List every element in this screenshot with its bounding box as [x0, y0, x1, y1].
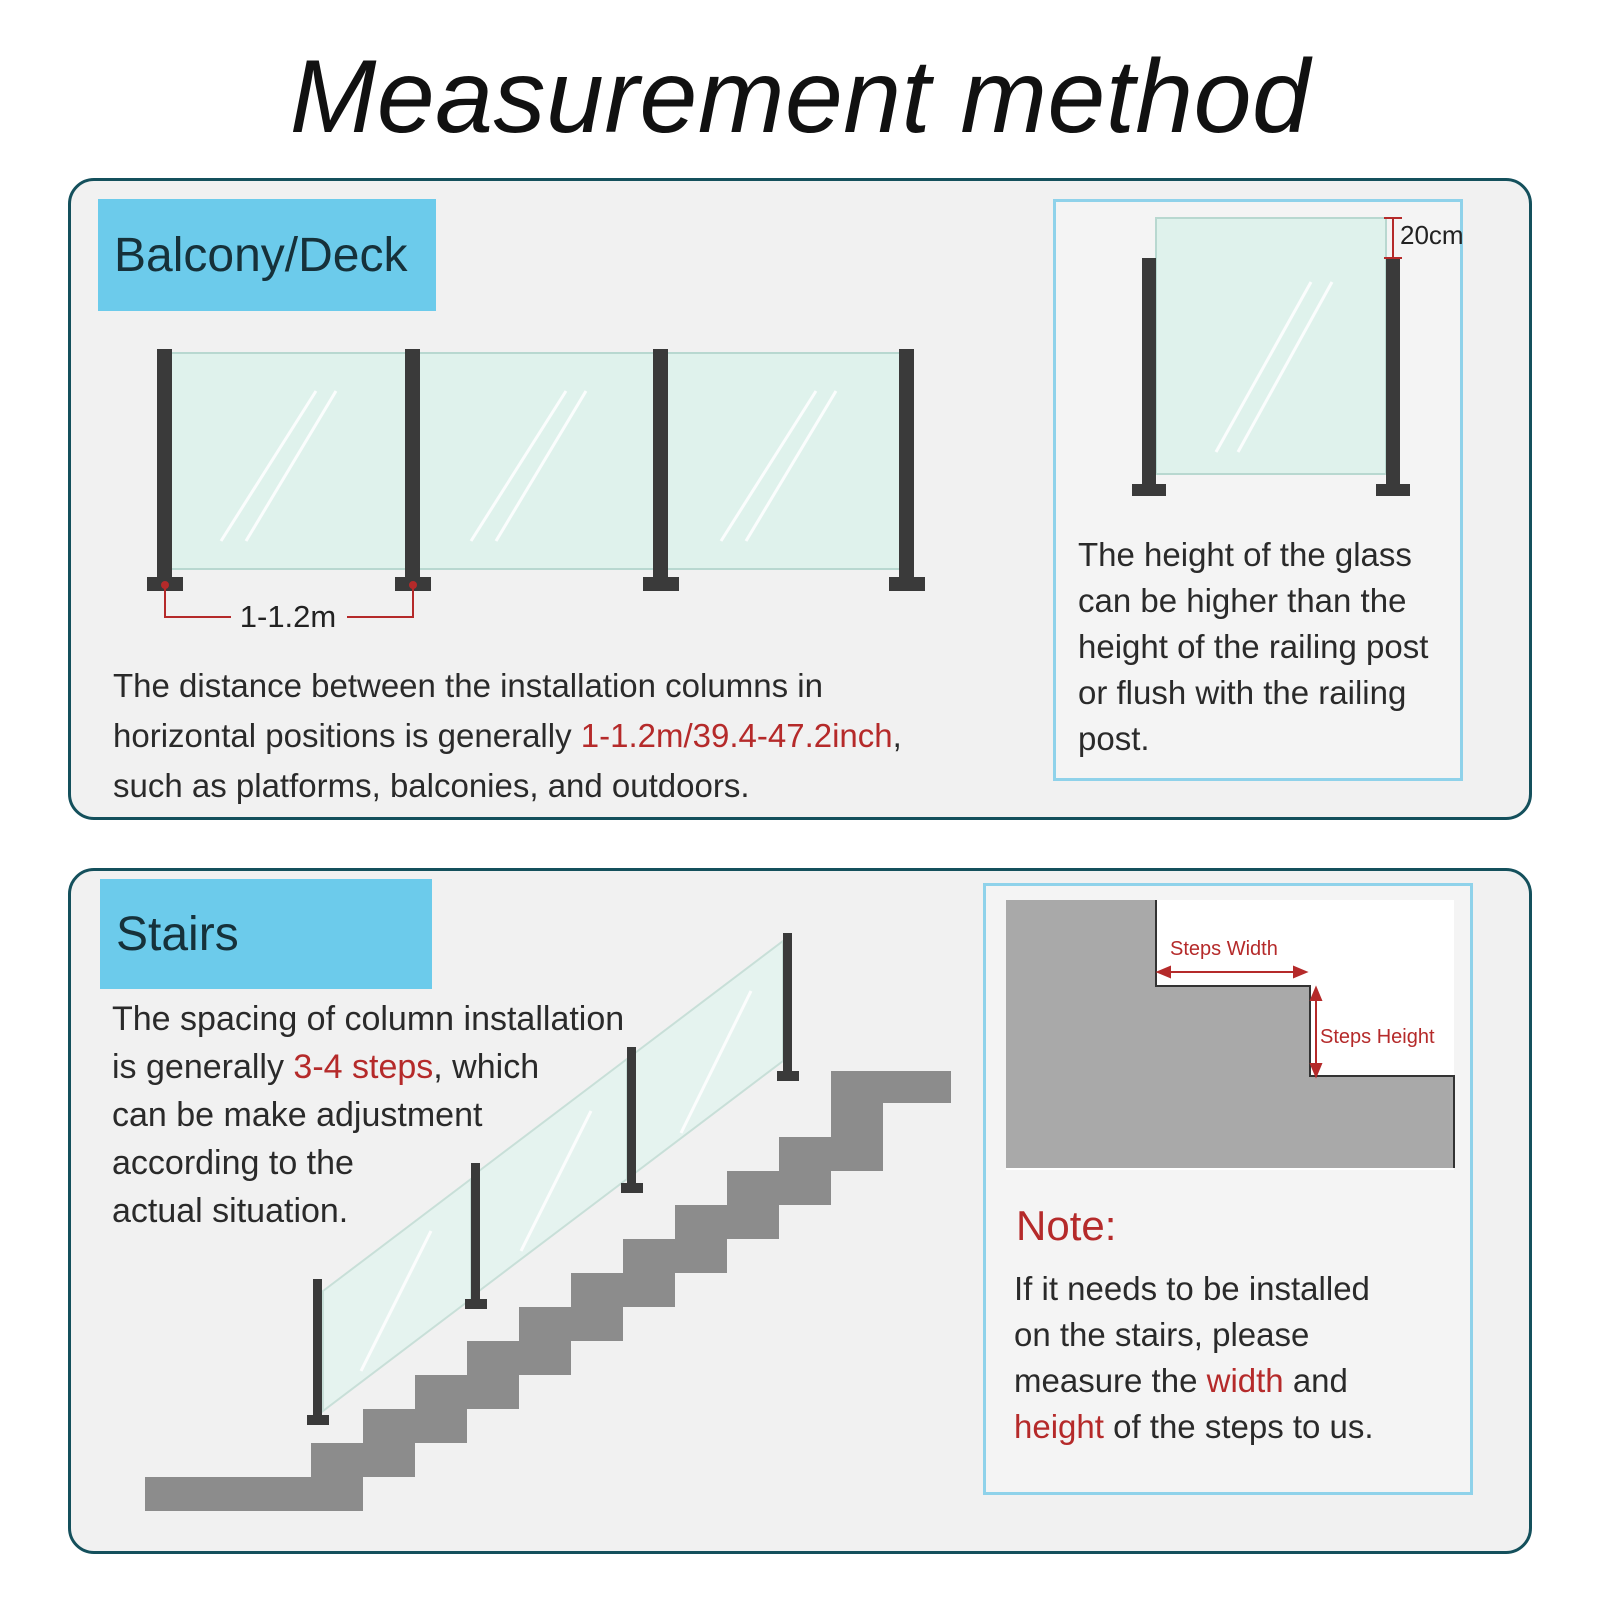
- railing-post: [899, 349, 914, 581]
- post-base: [643, 577, 679, 591]
- stairs-description-line: according to the: [112, 1144, 354, 1182]
- post-base: [307, 1415, 329, 1425]
- balcony-tag-label: Balcony/Deck: [114, 228, 408, 282]
- balcony-description-line: horizontal positions is generally 1-1.2m…: [113, 717, 902, 754]
- glass-height-text-line: height of the railing post: [1078, 628, 1429, 665]
- post-base: [777, 1071, 799, 1081]
- railing-post: [1386, 258, 1400, 490]
- stairs-description-line: is generally 3-4 steps, which: [112, 1048, 540, 1086]
- glass-panels: [170, 352, 908, 570]
- balcony-description: The distance between the installation co…: [113, 661, 902, 811]
- balcony-railing-illustration: [147, 349, 925, 618]
- spacing-highlight: 1-1.2m/39.4-47.2inch: [580, 717, 893, 754]
- glass-height-text-line: or flush with the railing: [1078, 674, 1407, 711]
- note-text-line: If it needs to be installed: [1014, 1270, 1370, 1307]
- stairs-section-tag: Stairs: [100, 879, 432, 989]
- stairs-description-line: The spacing of column installation: [112, 1000, 625, 1038]
- note-text: If it needs to be installed on the stair…: [1014, 1266, 1374, 1450]
- step-profile: [1006, 900, 1454, 1168]
- stair-treads: [145, 1071, 951, 1511]
- stairs-description-line: actual situation.: [112, 1192, 349, 1230]
- glass-height-text: The height of the glass can be higher th…: [1078, 532, 1428, 762]
- glass-panel: [418, 352, 660, 570]
- railing-post: [313, 1279, 322, 1419]
- step-profile-diagram: [1006, 900, 1455, 1170]
- spacing-dimension-label: 1-1.2m: [239, 599, 337, 634]
- railing-post: [471, 1163, 480, 1303]
- glass-panel: [1155, 217, 1387, 475]
- balcony-panel: Balcony/Deck: [68, 178, 1532, 820]
- steps-height-arrow: [1309, 985, 1323, 1079]
- glass-height-inset: 20cm The height of the glass can be high…: [1053, 199, 1464, 781]
- balcony-description-line: The distance between the installation co…: [113, 667, 823, 704]
- balcony-description-line: such as platforms, balconies, and outdoo…: [113, 767, 750, 804]
- overhang-dimension-label: 20cm: [1400, 220, 1464, 250]
- railing-post: [627, 1047, 636, 1187]
- stair-posts: [307, 933, 799, 1425]
- stairs-railing-illustration: [145, 933, 951, 1511]
- glass-height-text-line: post.: [1078, 720, 1150, 757]
- glass-height-text-line: The height of the glass: [1078, 536, 1412, 573]
- glass-panel: [170, 352, 412, 570]
- page-title: Measurement method: [289, 39, 1311, 155]
- height-highlight: height: [1014, 1408, 1104, 1445]
- railing-post: [783, 933, 792, 1075]
- stairs-panel: Stairs The spacing of column installatio…: [68, 868, 1532, 1554]
- note-text-line: on the stairs, please: [1014, 1316, 1310, 1353]
- glass-panel: [634, 938, 784, 1176]
- width-highlight: width: [1206, 1362, 1284, 1399]
- stairs-description: The spacing of column installation is ge…: [112, 995, 624, 1235]
- balcony-section-tag: Balcony/Deck: [98, 199, 436, 311]
- post-base: [621, 1183, 643, 1193]
- railing-post: [157, 349, 172, 581]
- note-text-line: height of the steps to us.: [1014, 1408, 1374, 1445]
- stairs-tag-label: Stairs: [116, 907, 239, 961]
- steps-highlight: 3-4 steps: [293, 1048, 434, 1086]
- post-base: [465, 1299, 487, 1309]
- post-base: [1376, 484, 1410, 496]
- railing-post: [1142, 258, 1156, 490]
- glass-reflections: [219, 390, 838, 542]
- overhang-dimension-line: [1384, 217, 1402, 259]
- steps-height-label: Steps Height: [1320, 1026, 1435, 1048]
- glass-height-text-line: can be higher than the: [1078, 582, 1407, 619]
- post-base: [889, 577, 925, 591]
- post-base: [1132, 484, 1166, 496]
- note-title: Note:: [1016, 1202, 1117, 1249]
- steps-width-label: Steps Width: [1170, 938, 1278, 960]
- railing-post: [405, 349, 420, 581]
- note-text-line: measure the width and: [1014, 1362, 1348, 1399]
- stairs-description-line: can be make adjustment: [112, 1096, 483, 1134]
- step-measurement-inset: Steps Width Steps Height Note: If it nee…: [983, 883, 1473, 1495]
- railing-post: [653, 349, 668, 581]
- spacing-dimension-line: [161, 581, 417, 618]
- glass-height-illustration: [1132, 217, 1410, 496]
- glass-panel: [666, 352, 908, 570]
- steps-width-arrow: [1155, 965, 1309, 979]
